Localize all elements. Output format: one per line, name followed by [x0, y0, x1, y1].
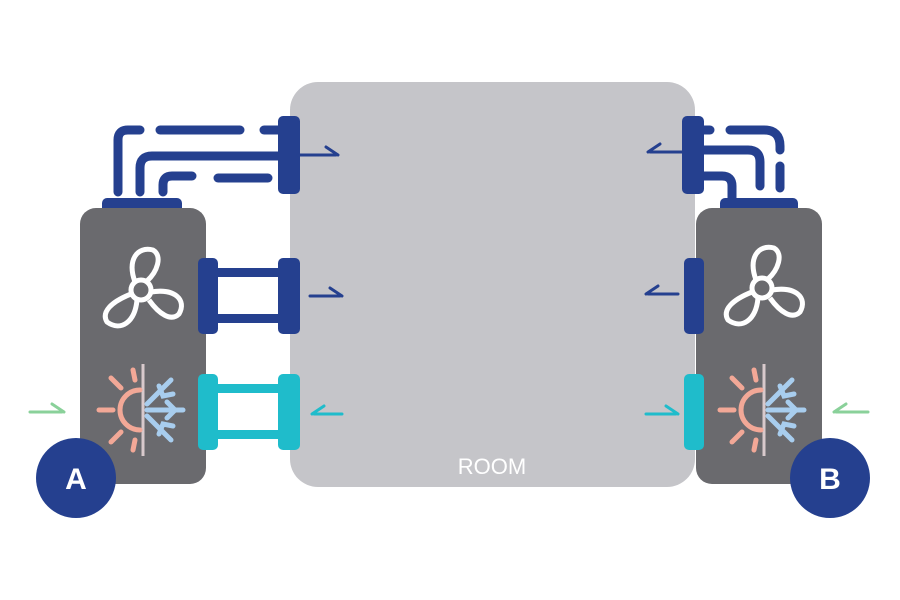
unit-b-duct-inner: [695, 171, 737, 203]
unit-a-body: [80, 208, 206, 484]
unit-a-low-duct: [198, 374, 300, 450]
fan-icon: [723, 244, 805, 327]
heating-cooling-icon: [96, 364, 186, 456]
unit-b-duct-outer: [725, 125, 785, 155]
arrow-icon: [310, 404, 344, 416]
unit-b-duct-mid: [695, 145, 765, 191]
unit-a-duct-outer: [113, 125, 145, 197]
unit-a-duct-mid: [135, 151, 293, 197]
arrow-icon: [832, 402, 870, 414]
fan-icon: [102, 246, 184, 329]
room: ROOM: [290, 82, 695, 487]
arrow-icon: [308, 286, 344, 298]
unit-a: A: [28, 116, 344, 518]
unit-a-duct-inner: [158, 171, 197, 197]
arrow-icon: [644, 404, 680, 416]
unit-b-top-ducts: [689, 125, 785, 203]
snowflake-icon: [765, 377, 807, 443]
unit-b-badge: B: [790, 438, 870, 518]
unit-a-badge-label: A: [65, 463, 87, 496]
arrow-icon: [28, 402, 66, 414]
heating-cooling-icon: [717, 364, 807, 456]
room-box: [290, 82, 695, 487]
unit-a-mid-duct: [198, 258, 300, 334]
unit-b-badge-label: B: [819, 463, 841, 496]
snowflake-icon: [144, 377, 186, 443]
sun-icon: [96, 367, 143, 453]
unit-a-wall-connector-top: [278, 116, 300, 194]
unit-b-mid-connector: [684, 258, 704, 334]
sun-icon: [717, 367, 764, 453]
unit-b-wall-connector-top: [682, 116, 704, 194]
unit-a-badge: A: [36, 438, 116, 518]
arrow-icon: [646, 142, 690, 154]
room-label: ROOM: [458, 454, 526, 479]
unit-a-top-ducts: [113, 125, 295, 197]
arrow-icon: [296, 145, 340, 157]
unit-b-low-connector: [684, 374, 704, 450]
arrow-icon: [644, 284, 680, 296]
unit-b: B: [644, 116, 870, 518]
